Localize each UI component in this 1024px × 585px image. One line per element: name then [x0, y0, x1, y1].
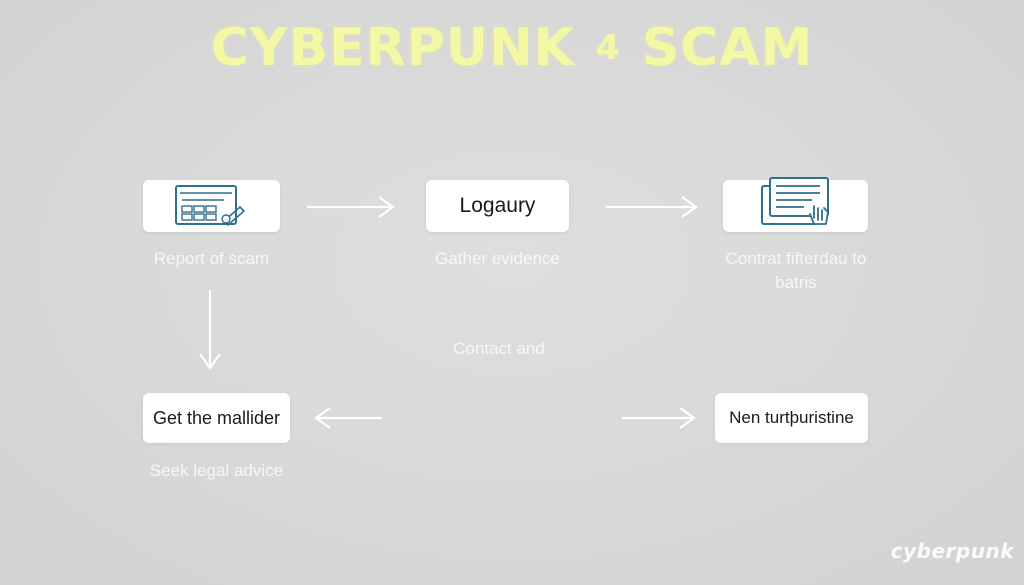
- step-legal-box: Get the mallider: [143, 393, 290, 443]
- form-document-icon: [174, 185, 245, 227]
- arrow-right-2: [606, 196, 698, 218]
- title-part-1: CYBERPUNK: [210, 18, 575, 78]
- arrow-right-3: [622, 407, 696, 429]
- middle-caption: Contact and: [453, 339, 545, 358]
- title-part-2: SCAM: [641, 18, 814, 78]
- arrow-left-1: [314, 407, 382, 429]
- step-report-box: [143, 180, 280, 232]
- step-contact-box: [723, 177, 868, 232]
- step-contact-caption-line-1: Contrat fifterdau to: [725, 249, 867, 268]
- watermark-logo: cyberpunk: [890, 539, 1014, 563]
- arrow-down-1: [199, 290, 221, 370]
- title-number: 4: [595, 28, 621, 68]
- step-final-box: Nen turtþuristine: [715, 393, 868, 443]
- arrow-right-1: [307, 196, 395, 218]
- step-evidence-caption: Gather evidence: [435, 249, 560, 268]
- documents-hand-icon: [760, 177, 829, 225]
- step-report-caption: Report of scam: [153, 249, 270, 268]
- step-final-label: Nen turtþuristine: [729, 408, 854, 427]
- step-contact-caption: Contrat fifterdau to batris: [700, 247, 892, 295]
- diagram-title: CYBERPUNK 4 SCAM: [0, 18, 1024, 78]
- step-evidence-box: Logaury: [426, 180, 569, 232]
- step-contact-caption-line-2: batris: [775, 273, 817, 292]
- step-evidence-label: Logaury: [459, 194, 536, 217]
- step-legal-label: Get the mallider: [152, 407, 281, 428]
- step-legal-caption: Seek legal advice: [149, 461, 284, 480]
